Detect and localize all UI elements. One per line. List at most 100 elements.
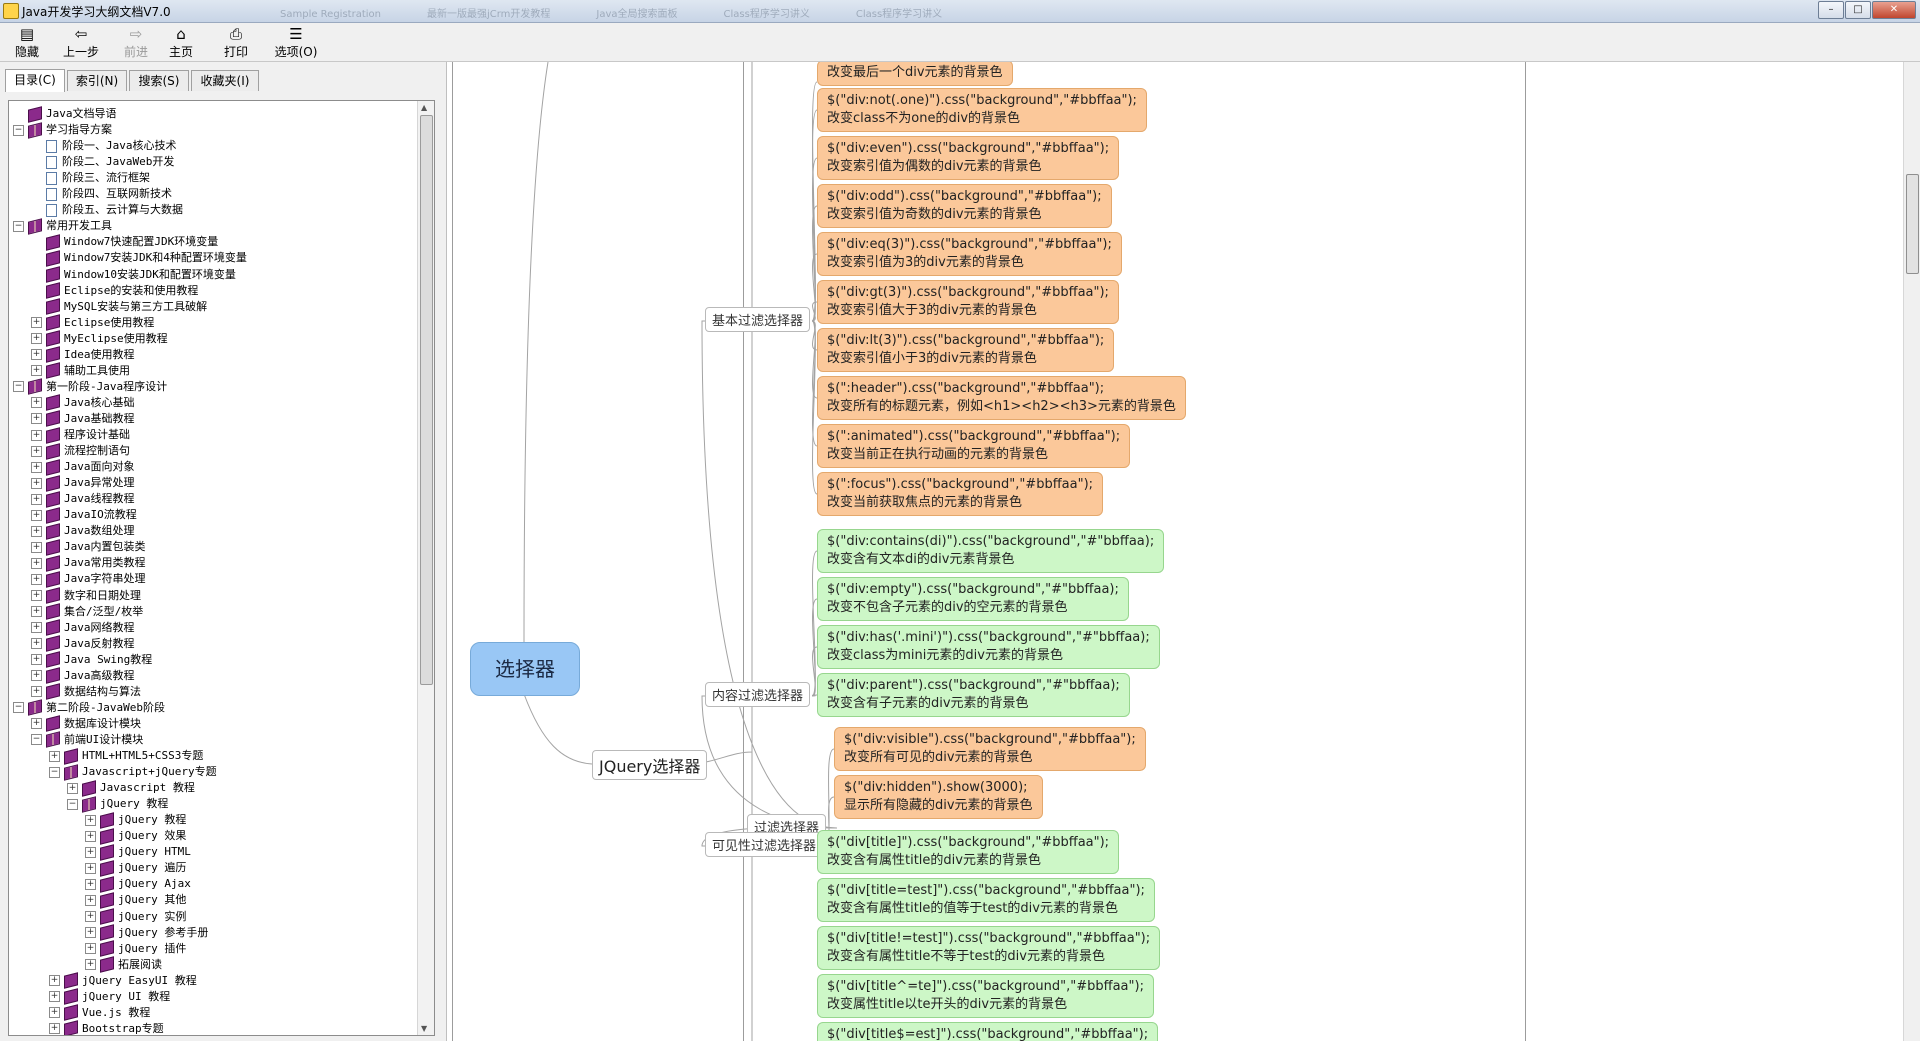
collapse-icon[interactable]: −: [13, 702, 24, 714]
tree-item[interactable]: +Java网络教程: [31, 619, 135, 636]
collapse-icon[interactable]: −: [13, 381, 24, 393]
tree-item[interactable]: +jQuery 教程: [85, 811, 186, 829]
tree-item[interactable]: 阶段二、JavaWeb开发: [31, 154, 174, 170]
tree-item[interactable]: −Javascript+jQuery专题: [49, 763, 217, 781]
tree-item[interactable]: +辅助工具使用: [31, 362, 130, 380]
tree-item[interactable]: +程序设计基础: [31, 426, 130, 444]
tab-3[interactable]: 收藏夹(I): [191, 70, 259, 91]
expand-icon[interactable]: +: [31, 349, 42, 361]
tree-item[interactable]: +MyEclipse使用教程: [31, 330, 168, 347]
tree-item[interactable]: +jQuery 参考手册: [85, 924, 208, 941]
tree-item[interactable]: +数字和日期处理: [31, 587, 141, 604]
selector-leaf-node[interactable]: $("div:has('.mini')").css("background","…: [817, 625, 1160, 669]
group-node-2[interactable]: 可见性过滤选择器: [705, 832, 824, 857]
selector-leaf-node[interactable]: $("div:gt(3)").css("background","#bbffaa…: [817, 280, 1119, 324]
tree-item[interactable]: 阶段三、流行框架: [31, 170, 150, 186]
tree-item[interactable]: +Java Swing教程: [31, 651, 152, 668]
expand-icon[interactable]: +: [85, 814, 96, 826]
selector-leaf-node[interactable]: $("div[title^=te]").css("background","#b…: [817, 974, 1154, 1018]
expand-icon[interactable]: +: [31, 622, 42, 634]
tree-item[interactable]: +jQuery HTML: [85, 844, 191, 861]
expand-icon[interactable]: +: [85, 830, 96, 842]
tree-item[interactable]: 阶段四、互联网新技术: [31, 186, 172, 202]
tree-item[interactable]: +Idea使用教程: [31, 346, 135, 363]
expand-icon[interactable]: +: [31, 429, 42, 441]
expand-icon[interactable]: +: [85, 846, 96, 858]
expand-icon[interactable]: +: [31, 333, 42, 345]
expand-icon[interactable]: +: [31, 413, 42, 425]
content-scroll-thumb[interactable]: [1906, 174, 1919, 274]
tree-item[interactable]: +Bootstrap专题: [49, 1020, 164, 1035]
selector-leaf-node[interactable]: $("div:empty").css("background","#"bbffa…: [817, 577, 1129, 621]
expand-icon[interactable]: +: [31, 606, 42, 618]
tree-item[interactable]: Eclipse的安装和使用教程: [31, 282, 198, 299]
expand-icon[interactable]: +: [49, 750, 60, 762]
minimize-button[interactable]: –: [1818, 1, 1844, 19]
selector-leaf-node[interactable]: $("div:hidden").show(3000);显示所有隐藏的div元素的…: [834, 775, 1043, 819]
toolbar-button-1[interactable]: ⇦上一步: [58, 25, 104, 60]
tree-item[interactable]: +Java核心基础: [31, 394, 135, 412]
tree-item[interactable]: 阶段五、云计算与大数据: [31, 202, 183, 218]
expand-icon[interactable]: +: [31, 718, 42, 730]
tree-item[interactable]: +jQuery 实例: [85, 908, 186, 925]
expand-icon[interactable]: +: [85, 943, 96, 955]
expand-icon[interactable]: +: [31, 686, 42, 698]
mindmap-root-node[interactable]: 选择器: [470, 642, 580, 696]
toolbar-button-3[interactable]: ⌂主页: [158, 25, 204, 60]
toolbar-button-2[interactable]: ⇨前进: [113, 25, 159, 60]
tree-item[interactable]: +Java异常处理: [31, 474, 135, 492]
expand-icon[interactable]: +: [49, 1023, 60, 1035]
expand-icon[interactable]: +: [31, 541, 42, 553]
tree-item[interactable]: −第二阶段-JavaWeb阶段: [13, 699, 165, 717]
tree-item[interactable]: −学习指导方案: [13, 121, 112, 139]
tree-item[interactable]: +jQuery EasyUI 教程: [49, 972, 197, 989]
tree-item[interactable]: MySQL安装与第三方工具破解: [31, 298, 207, 315]
tree-item[interactable]: +Java数组处理: [31, 523, 135, 540]
tree-item[interactable]: +jQuery 插件: [85, 940, 186, 957]
tree-item[interactable]: +Java线程教程: [31, 490, 135, 508]
tree-item[interactable]: +Eclipse使用教程: [31, 314, 154, 331]
expand-icon[interactable]: +: [67, 782, 78, 794]
tree-scrollbar[interactable]: ▲ ▼: [417, 101, 434, 1035]
selector-leaf-node[interactable]: $("div:eq(3)").css("background","#bbffaa…: [817, 232, 1122, 276]
expand-icon[interactable]: +: [85, 894, 96, 906]
expand-icon[interactable]: +: [31, 365, 42, 377]
expand-icon[interactable]: +: [31, 477, 42, 489]
expand-icon[interactable]: +: [49, 975, 60, 987]
collapse-icon[interactable]: −: [13, 124, 24, 136]
selector-leaf-node[interactable]: 改变最后一个div元素的背景色: [817, 62, 1013, 86]
toolbar-button-0[interactable]: ▤隐藏: [4, 25, 50, 60]
tree-item[interactable]: +Javascript 教程: [67, 779, 195, 797]
expand-icon[interactable]: +: [31, 493, 42, 505]
selector-leaf-node[interactable]: $("div:parent").css("background","#"bbff…: [817, 673, 1130, 717]
expand-icon[interactable]: +: [85, 959, 96, 971]
tree-item[interactable]: 阶段一、Java核心技术: [31, 138, 177, 154]
tree-item[interactable]: +jQuery 遍历: [85, 860, 186, 877]
selector-leaf-node[interactable]: $("div[title!=test]").css("background","…: [817, 926, 1161, 970]
maximize-button[interactable]: □: [1845, 1, 1871, 19]
content-scrollbar[interactable]: [1903, 62, 1920, 1041]
selector-leaf-node[interactable]: $("div:odd").css("background","#bbffaa")…: [817, 184, 1112, 228]
expand-icon[interactable]: +: [31, 557, 42, 569]
toolbar-button-4[interactable]: ⎙打印: [213, 25, 259, 60]
tree-item[interactable]: +Java字符串处理: [31, 571, 146, 588]
selector-leaf-node[interactable]: $("div[title=test]").css("background","#…: [817, 878, 1155, 922]
tab-2[interactable]: 搜索(S): [129, 70, 189, 91]
expand-icon[interactable]: +: [31, 397, 42, 409]
tree-item[interactable]: +jQuery UI 教程: [49, 988, 170, 1005]
tree-item[interactable]: +Vue.js 教程: [49, 1004, 150, 1022]
tree-scroll-thumb[interactable]: [420, 115, 433, 685]
tree-item[interactable]: +Java高级教程: [31, 667, 135, 684]
tree-item[interactable]: +流程控制语句: [31, 442, 130, 460]
expand-icon[interactable]: +: [49, 1007, 60, 1019]
selector-leaf-node[interactable]: $("div:even").css("background","#bbffaa"…: [817, 136, 1120, 180]
selector-leaf-node[interactable]: $("div:lt(3)").css("background","#bbffaa…: [817, 328, 1115, 372]
tree-item[interactable]: −前端UI设计模块: [31, 731, 143, 749]
tree-item[interactable]: +jQuery Ajax: [85, 876, 191, 893]
tab-0[interactable]: 目录(C): [5, 69, 65, 92]
selector-leaf-node[interactable]: $(":focus").css("background","#bbffaa");…: [817, 472, 1104, 516]
toolbar-button-5[interactable]: ☰选项(O): [273, 25, 319, 60]
tree-item[interactable]: Window10安装JDK和配置环境变量: [31, 266, 236, 283]
expand-icon[interactable]: +: [85, 878, 96, 890]
selector-leaf-node[interactable]: $(":header").css("background","#bbffaa")…: [817, 376, 1186, 420]
